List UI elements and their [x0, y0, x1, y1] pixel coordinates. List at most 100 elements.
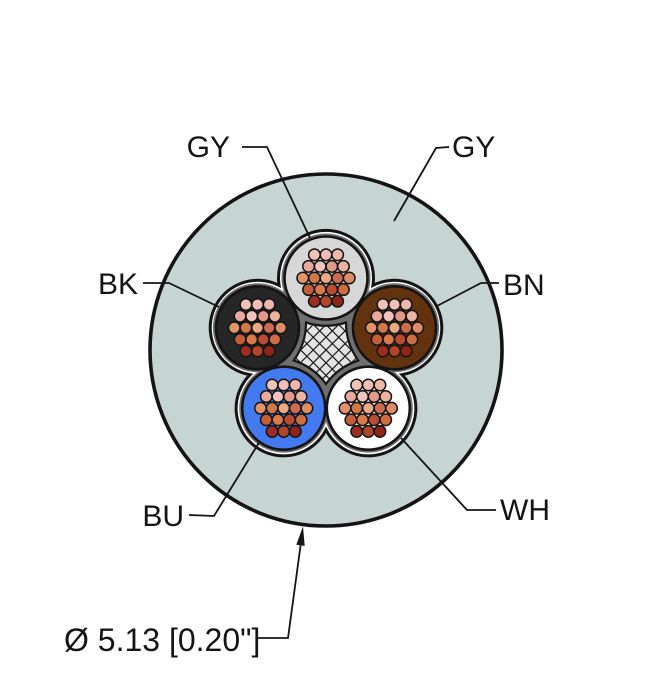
copper-strand — [338, 401, 352, 415]
copper-strand — [233, 332, 247, 346]
hatch-line — [299, 322, 359, 377]
copper-strand — [342, 271, 356, 285]
copper-strand — [384, 401, 399, 415]
hatch-line — [305, 322, 359, 371]
copper-strand — [350, 401, 364, 415]
copper-strand — [274, 321, 288, 335]
copper-strand — [307, 271, 321, 285]
copper-strand — [307, 294, 321, 308]
copper-strand — [296, 271, 310, 285]
copper-strand — [277, 424, 291, 438]
copper-strand — [325, 283, 339, 297]
copper-strand — [376, 321, 390, 335]
label-core-bk: BK — [98, 268, 138, 301]
copper-strand — [302, 259, 316, 273]
copper-strand — [262, 344, 276, 358]
copper-strand — [373, 424, 387, 438]
copper-strand — [268, 309, 282, 323]
copper-strand — [256, 332, 270, 346]
copper-strand — [387, 321, 402, 335]
copper-strand — [265, 378, 279, 392]
copper-strand — [319, 248, 333, 262]
core-black — [214, 284, 301, 371]
copper-strand — [361, 401, 375, 415]
copper-strand — [245, 332, 259, 346]
copper-strand — [294, 413, 308, 427]
copper-strand — [259, 390, 273, 404]
copper-strand — [382, 332, 396, 346]
copper-strand — [336, 259, 350, 273]
copper-strand — [250, 344, 265, 358]
copper-strand — [405, 309, 419, 323]
hatch-line — [299, 323, 359, 384]
copper-strand — [387, 344, 402, 358]
copper-strand — [288, 401, 302, 415]
leader-core-bn — [436, 282, 499, 307]
copper-strand — [288, 378, 302, 392]
copper-strand — [239, 298, 253, 312]
leader-core-bu — [188, 440, 261, 517]
copper-strand — [361, 378, 375, 392]
copper-strand — [227, 321, 241, 335]
copper-strand — [393, 309, 407, 323]
copper-strand — [239, 344, 253, 358]
label-core-gy: GY — [187, 131, 230, 164]
copper-strand — [313, 259, 327, 273]
copper-strand — [233, 309, 247, 323]
copper-strand — [355, 390, 370, 404]
copper-strand — [350, 378, 364, 392]
copper-strand — [265, 424, 279, 438]
copper-strand — [331, 294, 345, 308]
copper-strand — [350, 424, 364, 438]
copper-strand — [282, 413, 297, 427]
copper-strand — [325, 259, 339, 273]
label-diameter: Ø 5.13 [0.20"] — [64, 622, 260, 658]
copper-strand — [265, 401, 279, 415]
copper-strand — [399, 298, 413, 312]
copper-strand — [259, 413, 273, 427]
copper-strand — [367, 413, 381, 427]
copper-strand — [379, 413, 393, 427]
copper-strand — [262, 321, 276, 335]
copper-strand — [253, 401, 268, 415]
copper-strand — [361, 424, 375, 438]
copper-strand — [250, 298, 265, 312]
leader-jacket-gy — [393, 146, 450, 222]
copper-strand — [300, 401, 314, 415]
copper-strand — [282, 390, 297, 404]
copper-strand — [262, 298, 276, 312]
core-blue — [240, 365, 327, 452]
copper-strand — [302, 283, 316, 297]
copper-strand — [268, 332, 282, 346]
copper-strand — [379, 390, 393, 404]
label-core-bu: BU — [142, 500, 184, 533]
copper-strand — [370, 332, 384, 346]
core-white — [325, 365, 412, 452]
copper-strand — [344, 413, 358, 427]
diameter-arrowhead-icon — [296, 526, 305, 546]
copper-strand — [393, 332, 407, 346]
label-core-wh: WH — [500, 494, 550, 527]
copper-strand — [367, 390, 381, 404]
copper-strand — [294, 390, 308, 404]
copper-strand — [307, 248, 321, 262]
copper-strand — [399, 344, 413, 358]
copper-strand — [319, 271, 333, 285]
copper-strand — [250, 321, 265, 335]
copper-strand — [288, 424, 302, 438]
copper-strand — [256, 309, 270, 323]
copper-strand — [271, 390, 285, 404]
copper-strand — [239, 321, 253, 335]
copper-strand — [370, 309, 384, 323]
copper-strand — [376, 298, 390, 312]
label-core-bn: BN — [503, 269, 545, 302]
copper-strand — [277, 401, 291, 415]
copper-strand — [405, 332, 419, 346]
copper-strand — [387, 298, 402, 312]
copper-strand — [313, 283, 327, 297]
copper-strand — [331, 271, 345, 285]
copper-strand — [355, 413, 370, 427]
label-jacket-gy: GY — [452, 131, 495, 164]
copper-strand — [319, 294, 333, 308]
